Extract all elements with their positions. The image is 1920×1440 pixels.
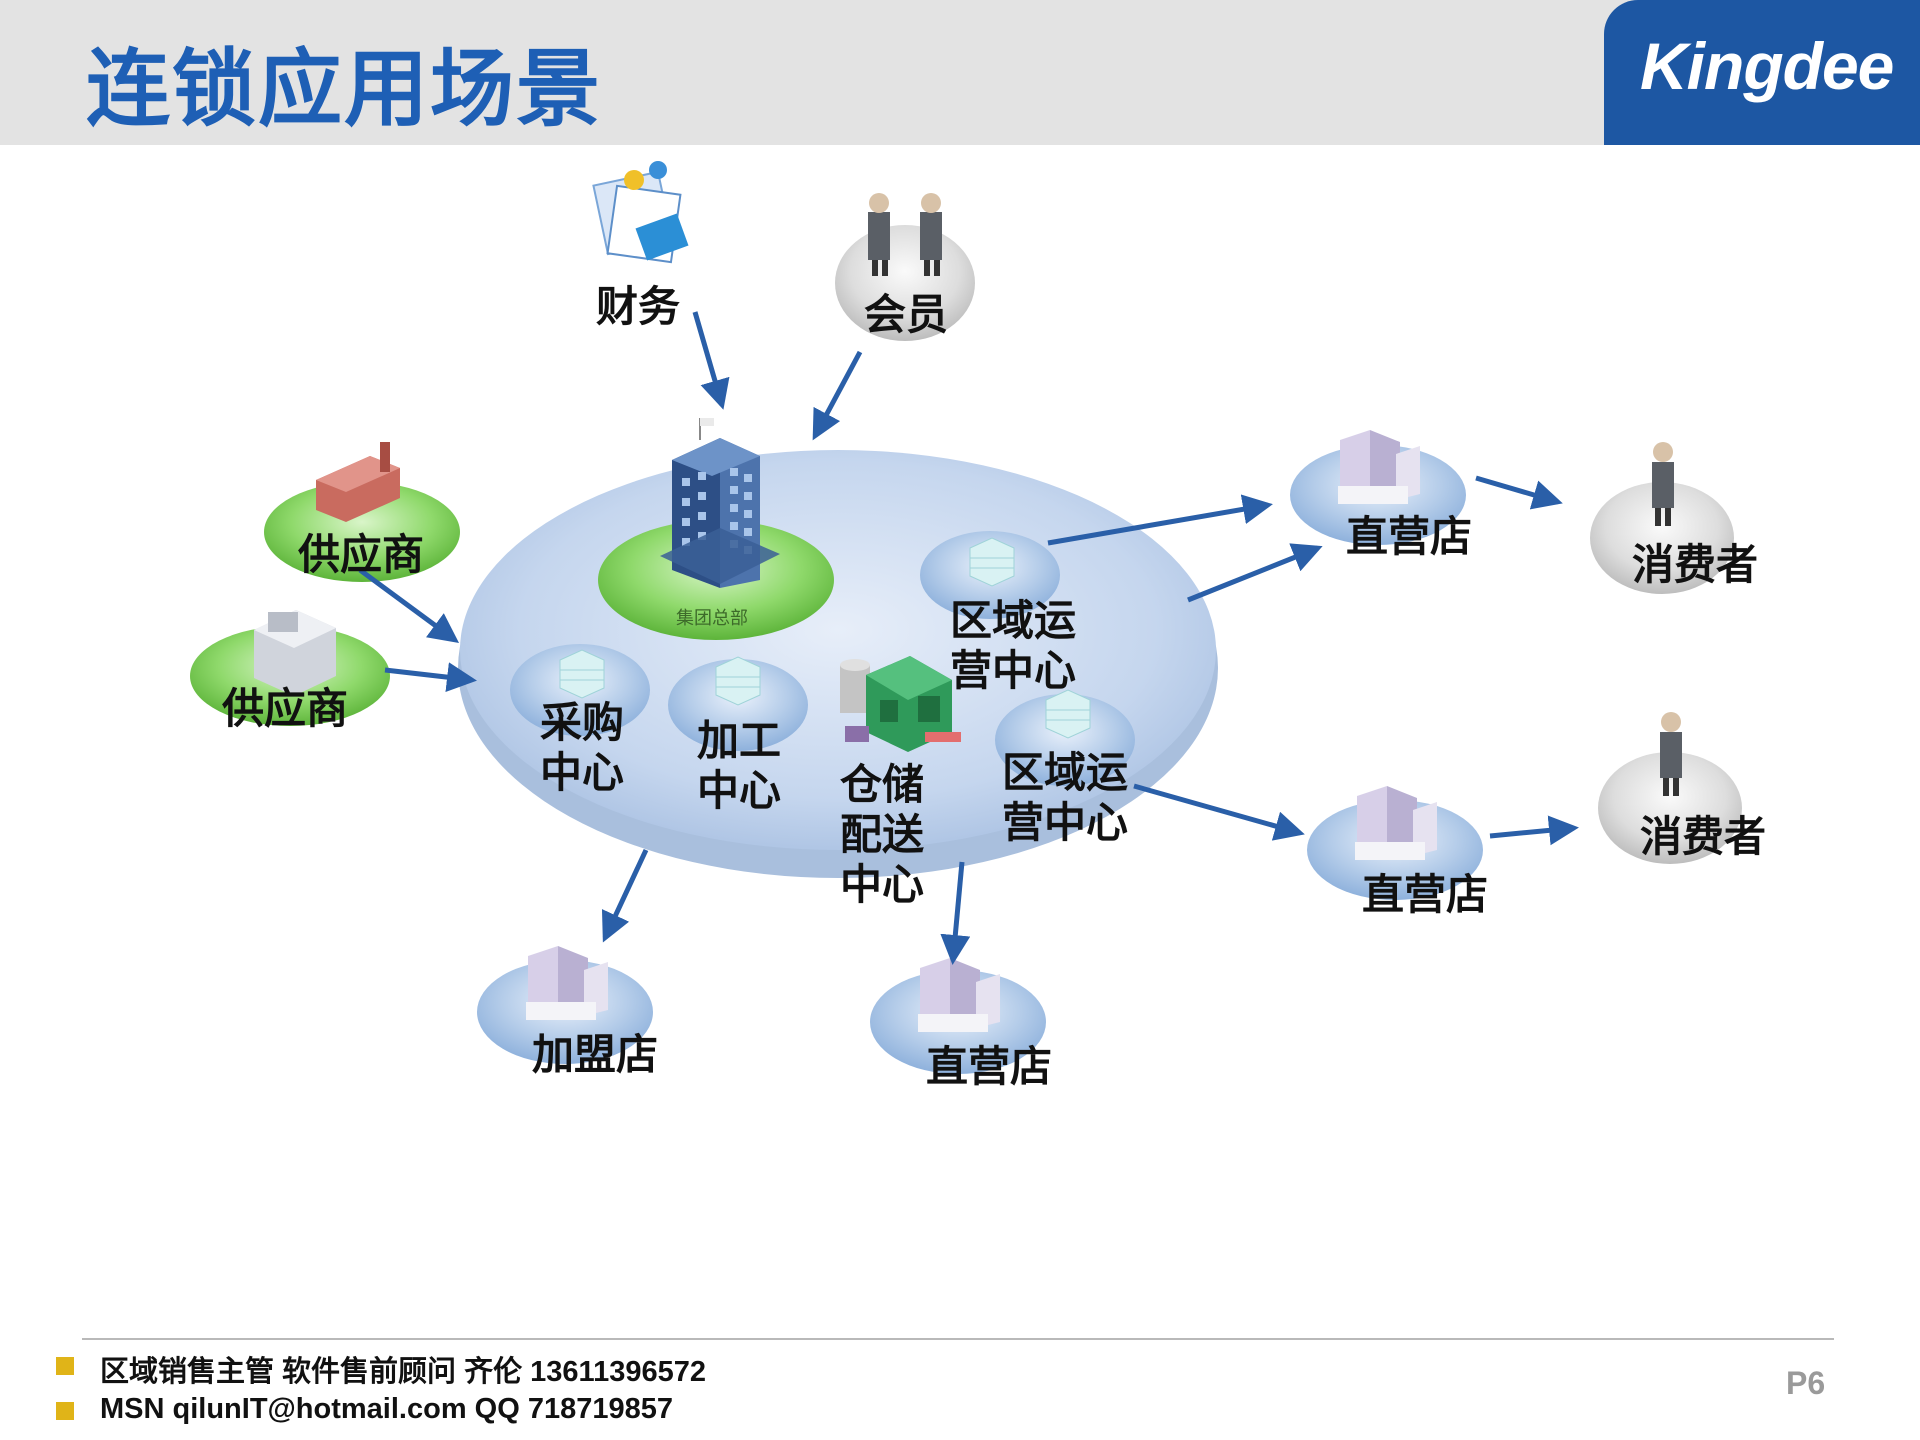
finance-label: 财务 (596, 282, 681, 331)
footer-contact-line2: MSN qilunIT@hotmail.com QQ 718719857 (100, 1393, 673, 1425)
regional-bottom-label-line2: 营中心 (1002, 798, 1129, 847)
processing-label-line1: 加工 (697, 716, 782, 765)
header-bar: 连锁应用场景 Kingdee (0, 0, 1920, 145)
supplier-top-label: 供应商 (298, 530, 425, 579)
warehouse-label: 仓储 配送 中心 (840, 760, 924, 910)
server-icon (715, 656, 761, 706)
store-right-top-label: 直营店 (1346, 512, 1473, 561)
purchase-label-line2: 中心 (540, 748, 625, 797)
server-icon (969, 537, 1015, 587)
factory-icon (316, 442, 400, 522)
store-right-bottom-label: 直营店 (1362, 870, 1489, 919)
hq-label: 集团总部 (676, 608, 748, 629)
store-building-icon (1338, 430, 1420, 504)
consumer-top-label: 消费者 (1632, 540, 1759, 589)
consumer-bottom-label: 消费者 (1640, 812, 1767, 861)
headquarters-building-icon (660, 418, 780, 588)
regional-bottom-disc (995, 694, 1135, 786)
page-title: 连锁应用场景 (86, 40, 603, 138)
kingdee-logo: Kingdee (1604, 0, 1920, 145)
finance-documents-icon (592, 161, 689, 264)
supplier-bottom-label: 供应商 (222, 684, 349, 733)
store-building-icon (1355, 786, 1437, 860)
purchase-label: 采购 中心 (540, 698, 624, 798)
footer-divider (82, 1338, 1834, 1340)
footer-bullet-1 (56, 1357, 74, 1375)
processing-label-line2: 中心 (697, 766, 782, 815)
regional-top-label-line1: 区域运 (950, 596, 1077, 645)
regional-top-label-line2: 营中心 (950, 646, 1077, 695)
warehouse-label-line3: 中心 (840, 860, 925, 909)
server-icon (1045, 689, 1091, 739)
warehouse-icon (840, 656, 961, 752)
server-icon (559, 649, 605, 699)
members-icon (868, 193, 942, 276)
consumer-person-icon (1660, 712, 1682, 796)
processing-label: 加工 中心 (697, 716, 781, 816)
purchase-label-line1: 采购 (540, 698, 625, 747)
supplier-top-disc (264, 482, 460, 582)
regional-bottom-label-line1: 区域运 (1002, 748, 1129, 797)
office-icon (254, 610, 336, 696)
page-number: P6 (1786, 1365, 1826, 1401)
consumer-person-icon (1652, 442, 1674, 526)
warehouse-label-line2: 配送 (840, 810, 925, 859)
regional-bottom-label: 区域运 营中心 (1002, 748, 1128, 848)
footer-bullet-2 (56, 1402, 74, 1420)
consumer-top-disc (1590, 482, 1734, 594)
regional-top-label: 区域运 营中心 (950, 596, 1076, 696)
member-label: 会员 (864, 290, 949, 339)
consumer-bottom-disc (1598, 752, 1742, 864)
store-bottom-label: 直营店 (926, 1042, 1053, 1091)
store-building-icon (918, 958, 1000, 1032)
flow-arrows (358, 311, 1579, 965)
warehouse-label-line1: 仓储 (840, 760, 925, 809)
logo-text: Kingdee (1640, 29, 1894, 103)
store-building-icon (526, 946, 608, 1020)
franchise-label: 加盟店 (532, 1030, 659, 1079)
footer-contact-line1: 区域销售主管 软件售前顾问 齐伦 13611396572 (100, 1356, 706, 1388)
